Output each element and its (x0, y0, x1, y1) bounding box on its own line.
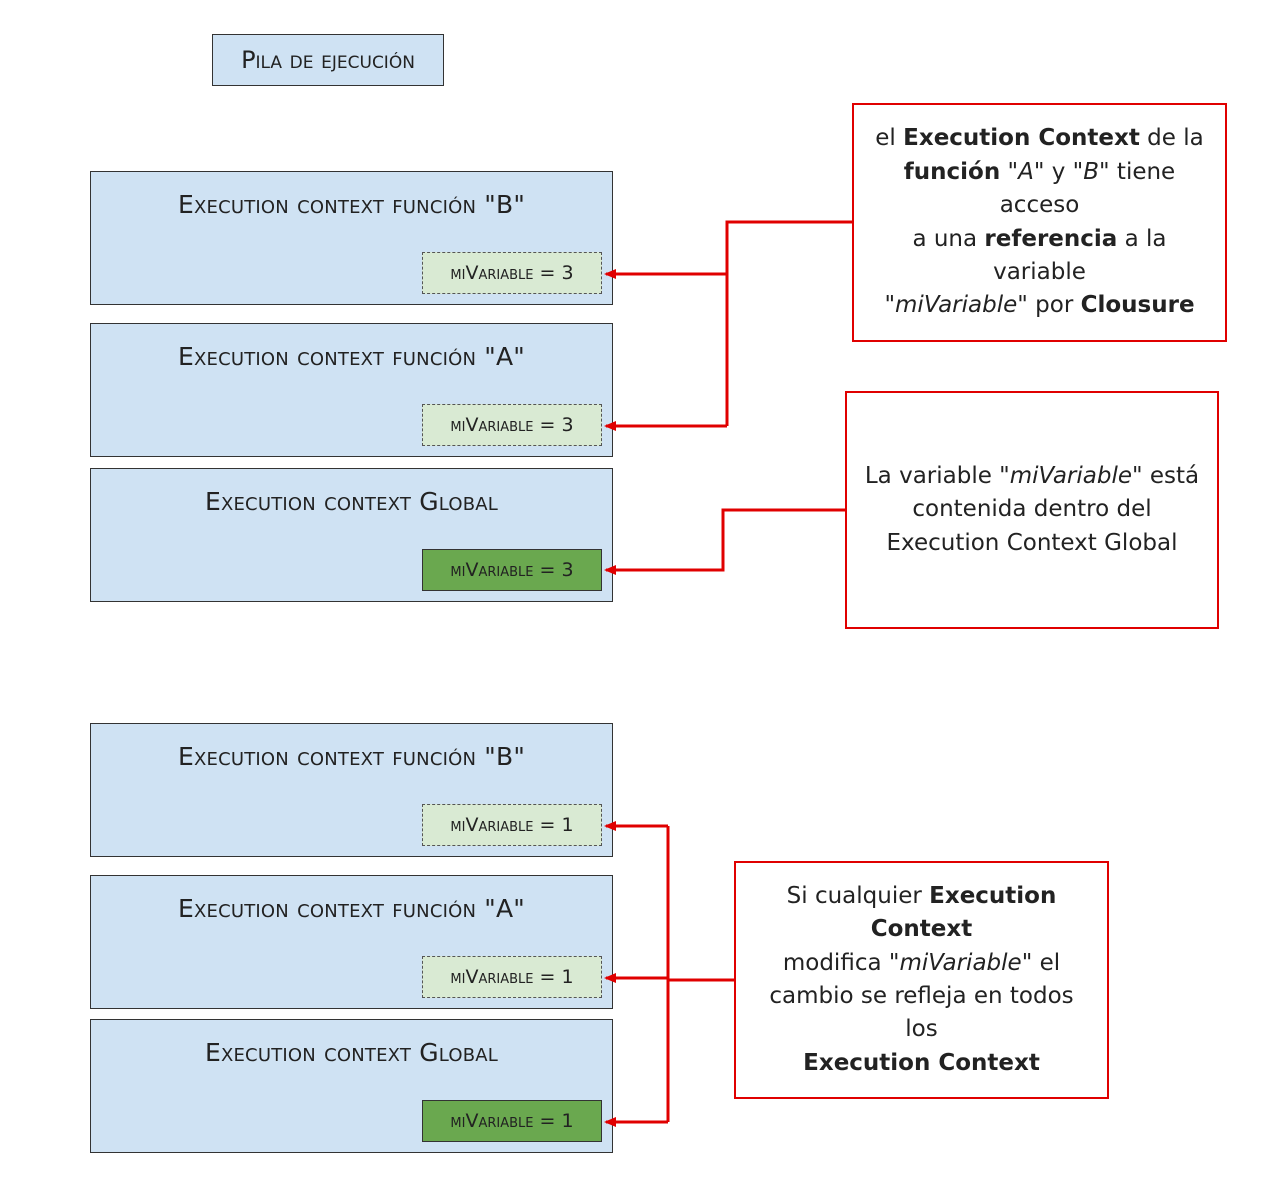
context-title: Execution context función "B" (177, 190, 526, 219)
context-title: Execution context función "A" (177, 894, 525, 923)
variable-box-local: miVariable = 1 (422, 804, 602, 846)
context-title: Execution context función "B" (177, 742, 526, 771)
context-function-a-bottom: Execution context función "A" miVariable… (90, 875, 613, 1009)
context-title: Execution context función "A" (177, 342, 525, 371)
context-title: Execution context Global (204, 487, 499, 516)
global-variable-note: La variable "miVariable" está contenida … (845, 391, 1219, 629)
change-connector (666, 826, 734, 1122)
stack-title: Pila de ejecución (212, 34, 444, 86)
variable-box-local: miVariable = 3 (422, 404, 602, 446)
context-function-a-top: Execution context función "A" miVariable… (90, 323, 613, 457)
arrow-to-var-global-top (604, 508, 845, 575)
variable-box-local: miVariable = 1 (422, 956, 602, 998)
variable-box-global: miVariable = 1 (422, 1100, 602, 1142)
variable-box-local: miVariable = 3 (422, 252, 602, 294)
closure-connector (725, 220, 852, 426)
context-function-b-top: Execution context función "B" miVariable… (90, 171, 613, 305)
context-global-top: Execution context Global miVariable = 3 (90, 468, 613, 602)
context-global-bottom: Execution context Global miVariable = 1 (90, 1019, 613, 1153)
change-propagation-note: Si cualquier Execution Context modifica … (734, 861, 1109, 1099)
closure-note: el Execution Context de la función "A" y… (852, 103, 1227, 342)
variable-box-global: miVariable = 3 (422, 549, 602, 591)
context-function-b-bottom: Execution context función "B" miVariable… (90, 723, 613, 857)
context-title: Execution context Global (204, 1038, 499, 1067)
